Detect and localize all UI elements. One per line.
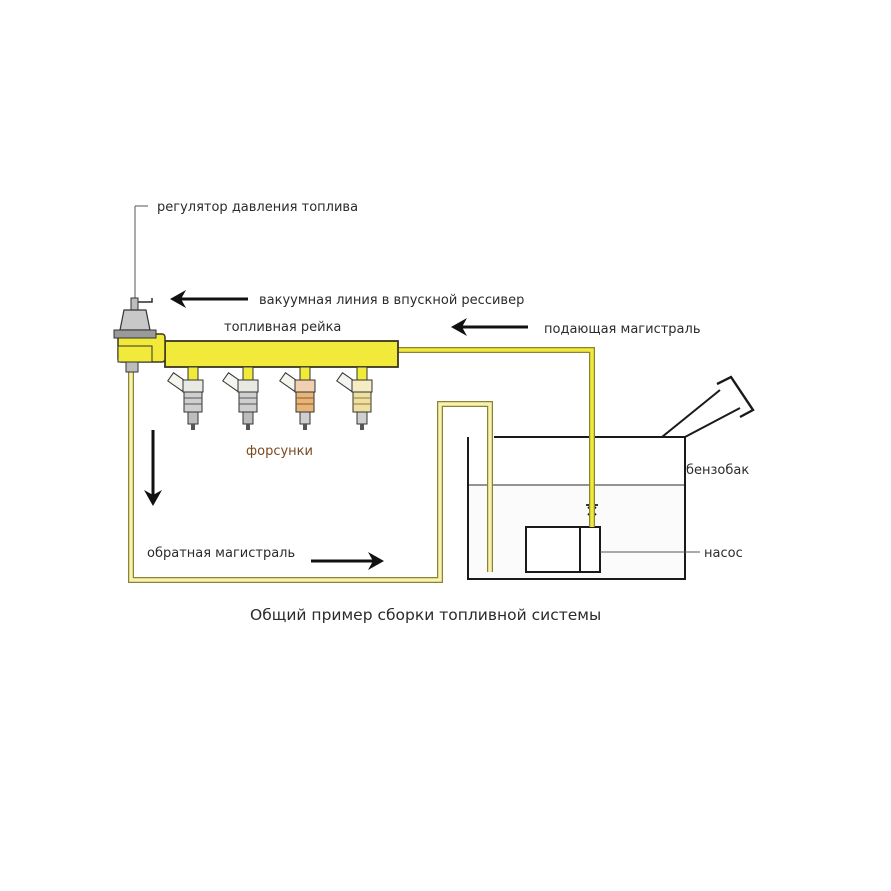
pressure-regulator — [113, 205, 157, 373]
injector-2 — [222, 366, 259, 430]
flow-arrows — [144, 290, 528, 570]
tank-label: бензобак — [686, 463, 749, 478]
regulator-label: регулятор давления топлива — [157, 200, 358, 215]
fuel-lines — [128, 347, 595, 583]
supply-arrow — [451, 318, 528, 336]
injectors-label: форсунки — [246, 444, 313, 459]
filler-cap — [716, 375, 755, 419]
tank-outline — [467, 389, 721, 580]
injectors — [167, 366, 373, 430]
down-arrow — [144, 430, 162, 506]
filler-neck — [684, 407, 741, 438]
injector-4 — [336, 366, 373, 430]
fuel-rail-label: топливная рейка — [224, 320, 341, 335]
diagram-caption: Общий пример сборки топливной системы — [250, 606, 601, 624]
fuel-rail — [117, 333, 399, 368]
pump-label: насос — [704, 546, 743, 561]
fuel-pump — [525, 504, 700, 573]
injector-1 — [167, 366, 204, 430]
vacuum-arrow — [170, 290, 248, 308]
return-arrow — [311, 552, 384, 570]
return-line-label: обратная магистраль — [147, 546, 295, 561]
injector-3 — [279, 366, 316, 430]
supply-line-label: подающая магистраль — [544, 322, 700, 337]
vacuum-line-label: вакуумная линия в впускной рессивер — [259, 293, 524, 308]
